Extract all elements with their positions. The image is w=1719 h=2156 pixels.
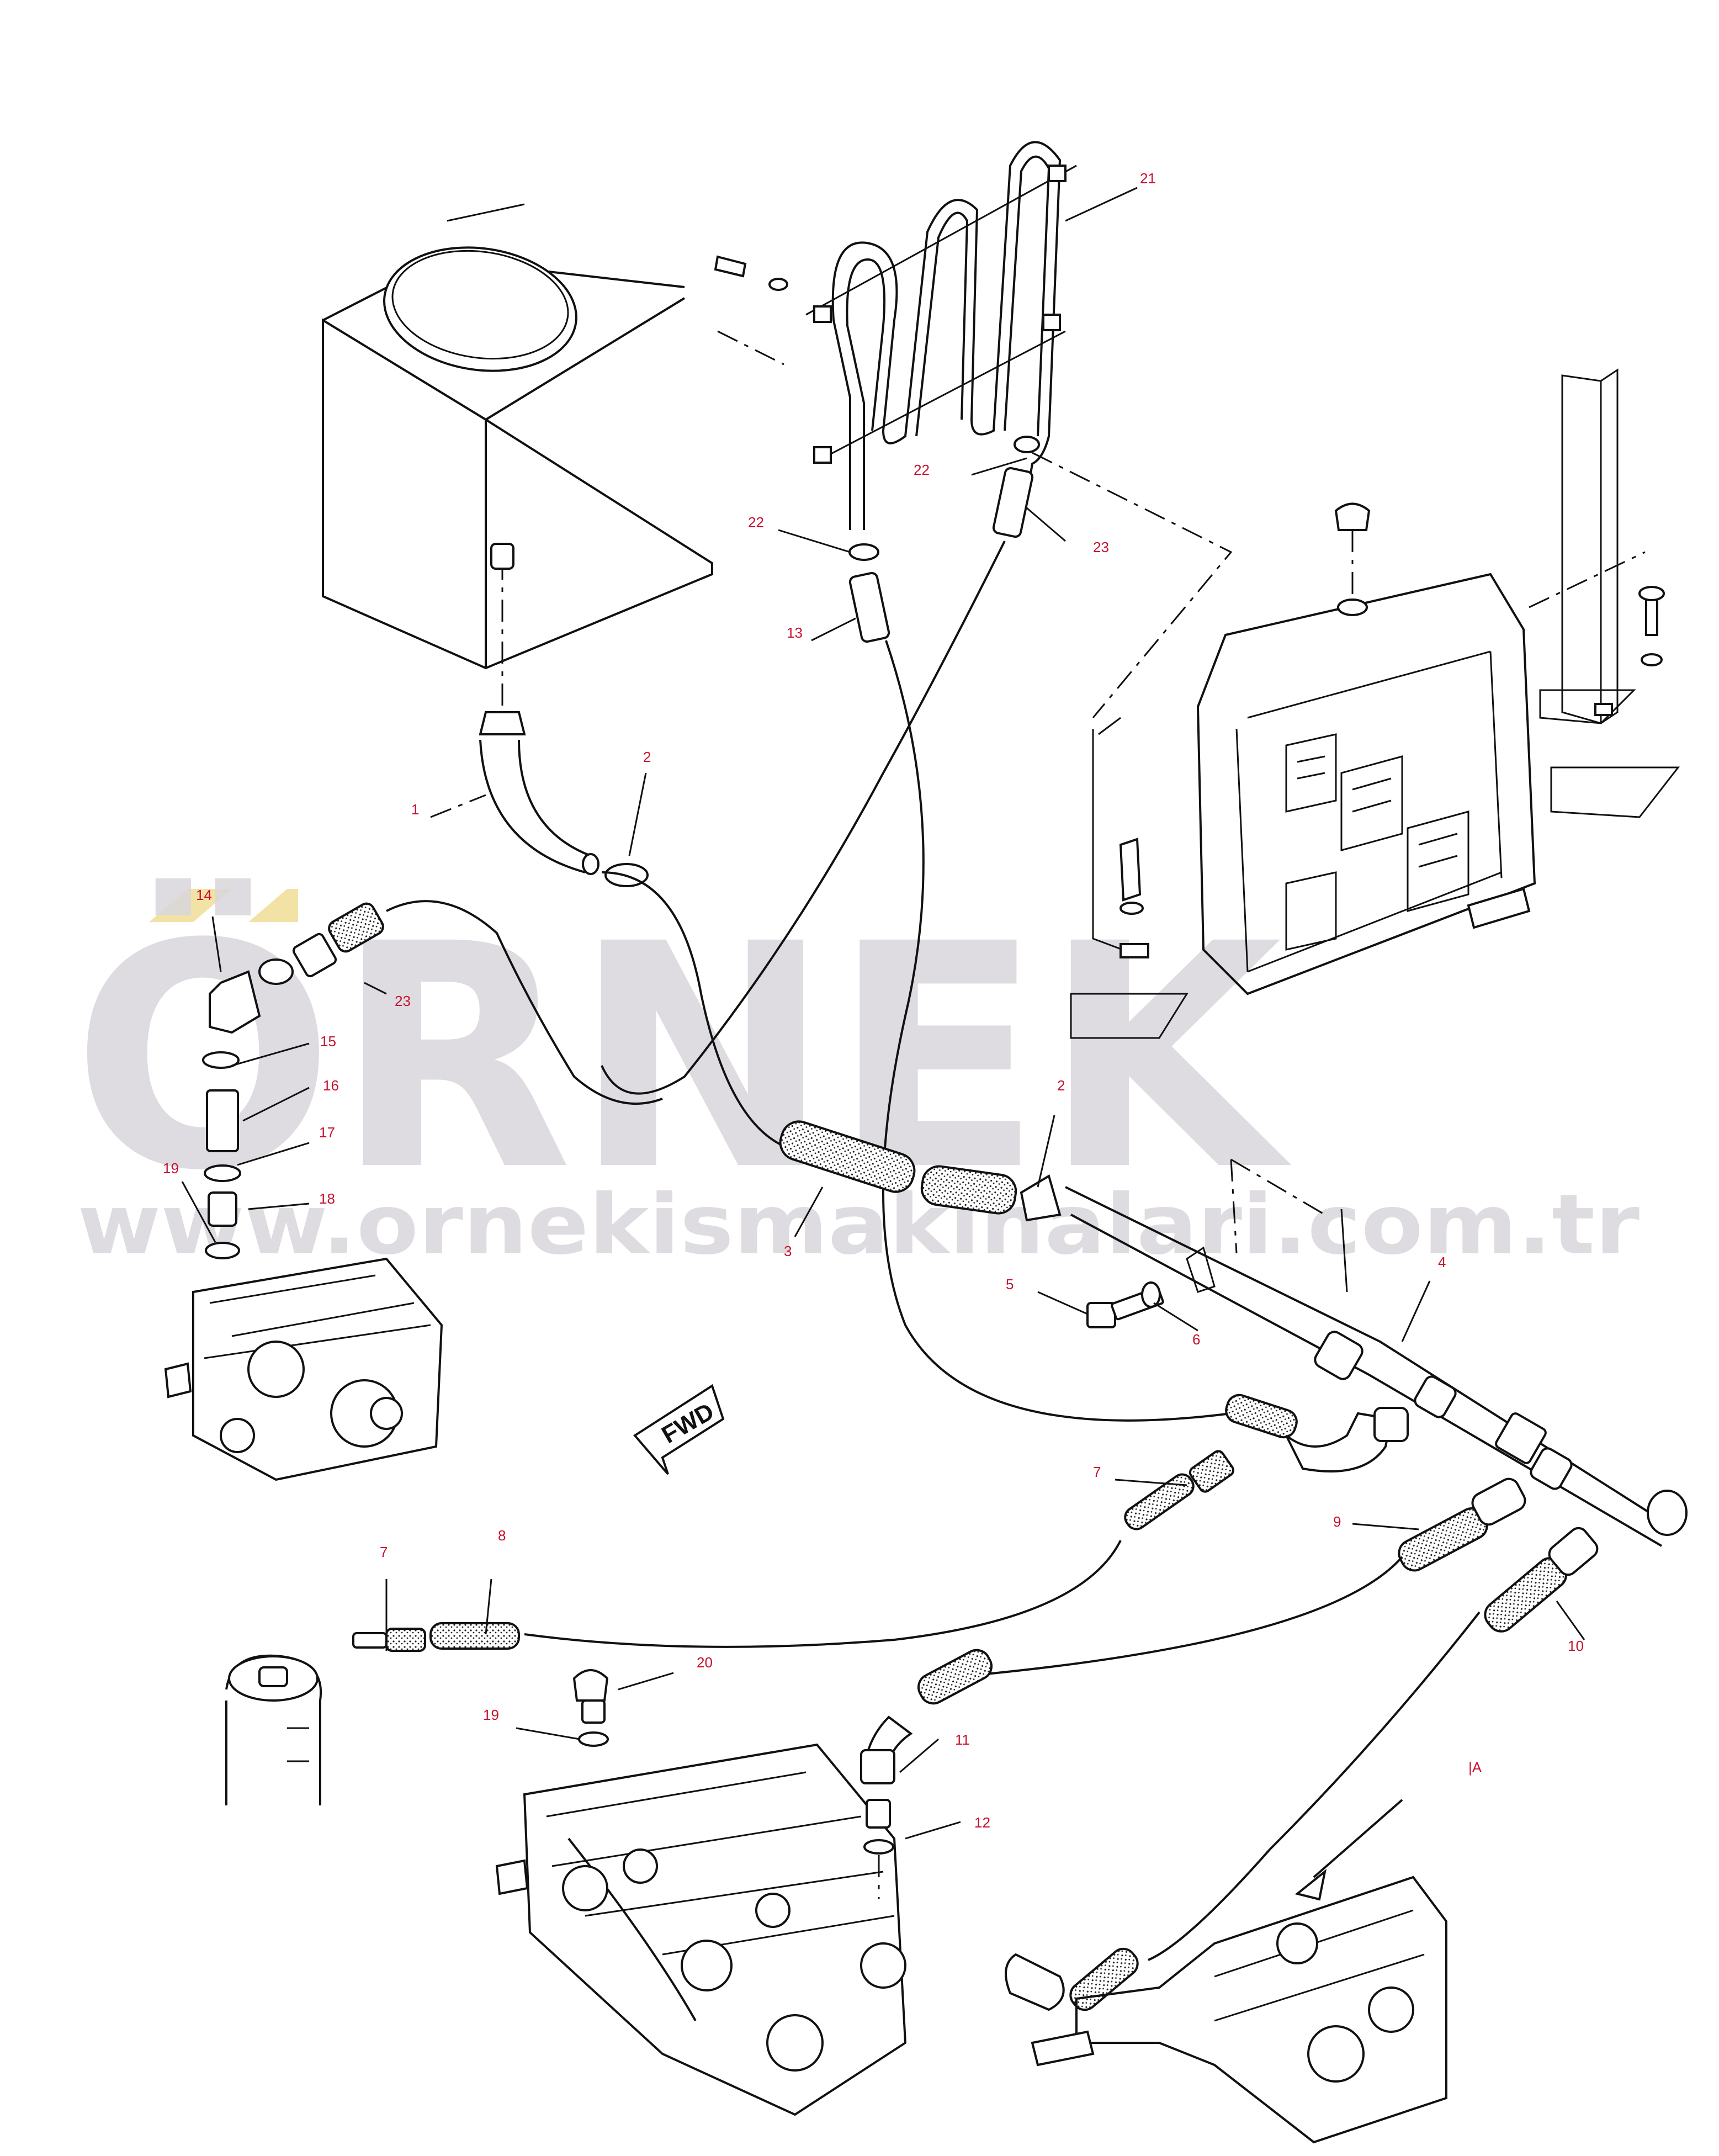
callout-7-right: 7 <box>1093 1464 1101 1480</box>
callout-19-left: 19 <box>163 1160 179 1177</box>
callout-6: 6 <box>1192 1331 1200 1348</box>
callout-labels: 21 22 22 23 13 1 2 14 23 15 16 17 19 18 … <box>163 170 1584 1831</box>
callout-1: 1 <box>411 801 419 818</box>
lower-hoses <box>352 1394 1599 1961</box>
callout-5: 5 <box>1006 1276 1014 1292</box>
view-a-label: |A <box>1468 1759 1482 1776</box>
accumulator <box>225 1654 322 1805</box>
bolt-washer <box>1086 1281 1164 1328</box>
callout-14: 14 <box>196 887 212 903</box>
center-control-valve <box>495 1649 993 2116</box>
watermark-brand: ÖRNEK <box>72 875 1293 1238</box>
callout-4: 4 <box>1438 1254 1446 1270</box>
return-hose <box>479 711 790 1149</box>
left-valve-fittings <box>202 900 663 1259</box>
radiator-bracket <box>1529 368 1680 818</box>
callout-17: 17 <box>319 1124 335 1141</box>
callout-23-lower: 23 <box>395 993 411 1009</box>
callout-12: 12 <box>974 1814 990 1831</box>
leader-lines <box>181 187 1585 1840</box>
callout-20: 20 <box>697 1654 713 1671</box>
oil-cooler-coil <box>714 141 1233 718</box>
callout-9: 9 <box>1333 1513 1341 1530</box>
watermark-accent-left <box>149 889 232 922</box>
left-control-valve <box>164 1257 443 1481</box>
callout-8: 8 <box>498 1527 506 1544</box>
watermark-accent-right <box>248 889 298 922</box>
hydraulic-tank <box>322 203 713 712</box>
forward-direction-arrow: FWD <box>633 1384 725 1475</box>
watermark: ÖRNEK www.ornekismakinalari.com.tr <box>72 875 1640 1273</box>
callout-21: 21 <box>1140 170 1156 187</box>
callout-10: 10 <box>1568 1638 1584 1654</box>
callout-22-upper: 22 <box>914 462 930 478</box>
callout-11: 11 <box>955 1731 970 1748</box>
callout-2-upper: 2 <box>643 749 651 765</box>
callout-23-upper: 23 <box>1093 539 1109 555</box>
center-hoses <box>779 1120 1688 1547</box>
cooler-hoses <box>601 436 1232 1422</box>
callout-7-left: 7 <box>380 1544 388 1560</box>
view-a-valve <box>1005 1799 1447 2144</box>
callout-15: 15 <box>320 1033 336 1050</box>
callout-18: 18 <box>319 1190 335 1207</box>
callout-2-lower: 2 <box>1057 1077 1065 1094</box>
watermark-url: www.ornekismakinalari.com.tr <box>77 1177 1640 1273</box>
callout-19-center: 19 <box>483 1707 499 1723</box>
callout-22-lower: 22 <box>748 514 764 531</box>
callout-3: 3 <box>784 1243 792 1259</box>
callout-16: 16 <box>323 1077 339 1094</box>
radiator <box>1070 502 1536 1039</box>
callout-13: 13 <box>787 624 803 641</box>
